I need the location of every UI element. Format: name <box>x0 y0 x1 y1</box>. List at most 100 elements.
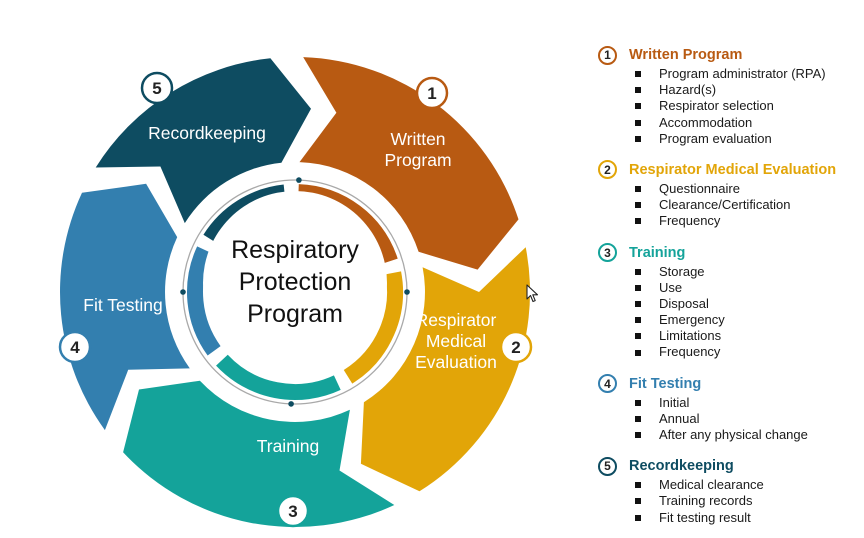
legend-item-text: Respirator selection <box>659 98 774 114</box>
svg-text:3: 3 <box>288 502 297 521</box>
center-disk <box>203 191 387 375</box>
legend-number-badge: 3 <box>598 243 617 262</box>
legend-item-text: Limitations <box>659 328 722 344</box>
square-bullet-icon <box>635 317 641 324</box>
legend-section-header: 4 Fit Testing <box>598 373 860 395</box>
square-bullet-icon <box>635 349 641 356</box>
legend-item: Training records <box>635 493 860 509</box>
square-bullet-icon <box>635 186 641 193</box>
step-number-badge-5: 5 <box>140 71 174 105</box>
square-bullet-icon <box>635 415 641 422</box>
square-bullet-icon <box>635 432 641 439</box>
square-bullet-icon <box>635 514 641 521</box>
square-bullet-icon <box>635 135 641 142</box>
legend-item: Medical clearance <box>635 477 860 493</box>
center-title-line: Program <box>247 300 343 328</box>
legend-item: Frequency <box>635 344 860 360</box>
legend-item-text: Fit testing result <box>659 509 751 525</box>
square-bullet-icon <box>635 300 641 307</box>
legend-item: Emergency <box>635 312 860 328</box>
legend-item: Initial <box>635 395 860 411</box>
svg-text:1: 1 <box>427 84 436 103</box>
segment-step-1 <box>299 57 519 270</box>
legend-section-title: Written Program <box>629 47 743 63</box>
legend-item: Accommodation <box>635 115 860 131</box>
legend-item-text: Storage <box>659 263 705 279</box>
legend-item-list: Program administrator (RPA)Hazard(s)Resp… <box>598 66 860 147</box>
ring-dot <box>180 289 186 295</box>
legend-number-badge: 1 <box>598 45 617 65</box>
legend-item-text: Frequency <box>659 344 721 360</box>
square-bullet-icon <box>635 498 641 505</box>
square-bullet-icon <box>635 71 641 78</box>
legend-item-text: Annual <box>659 410 700 426</box>
legend-item: Frequency <box>635 213 860 229</box>
legend-item: Program administrator (RPA) <box>635 66 860 82</box>
square-bullet-icon <box>635 103 641 110</box>
inner-band-step-2 <box>343 271 403 384</box>
legend-section-title: Recordkeeping <box>629 458 734 475</box>
legend-item-text: Emergency <box>659 312 725 328</box>
square-bullet-icon <box>635 284 641 291</box>
square-bullet-icon <box>635 87 641 94</box>
segment-step-5 <box>95 58 311 224</box>
step-number-badge-1: 1 <box>415 76 449 110</box>
legend-item-text: Frequency <box>659 213 721 229</box>
legend-item-text: Program administrator (RPA) <box>659 66 826 81</box>
svg-text:2: 2 <box>511 338 520 357</box>
legend-item: After any physical change <box>635 427 860 443</box>
mouse-cursor-icon <box>526 284 539 303</box>
legend-item: Respirator selection <box>635 98 860 114</box>
square-bullet-icon <box>635 399 641 406</box>
legend-section-header: 1 Written Program <box>598 44 860 66</box>
legend-number-badge: 4 <box>598 374 617 394</box>
legend-item: Program evaluation <box>635 131 860 147</box>
ring-dot <box>288 401 294 407</box>
legend-section-title: Respirator Medical Evaluation <box>629 161 837 178</box>
square-bullet-icon <box>635 119 641 126</box>
legend-section-header: 2 Respirator Medical Evaluation <box>598 159 860 181</box>
legend-item-text: Training records <box>659 493 753 509</box>
legend-item-text: Clearance/Certification <box>659 197 791 213</box>
step-number-badge-2: 2 <box>499 330 533 364</box>
square-bullet-icon <box>635 333 641 340</box>
square-bullet-icon <box>635 268 641 275</box>
legend-section-title: Fit Testing <box>629 375 702 392</box>
center-title-line: Protection <box>239 268 352 296</box>
square-bullet-icon <box>635 218 641 225</box>
legend-number-badge: 5 <box>598 456 617 476</box>
legend-section-header: 5 Recordkeeping <box>598 455 860 477</box>
step-number-badge-3: 3 <box>276 494 310 528</box>
legend-number-badge: 2 <box>598 160 617 180</box>
segment-label-step-3: Training <box>257 436 320 456</box>
legend-item: Use <box>635 280 860 296</box>
square-bullet-icon <box>635 202 641 209</box>
segment-step-2 <box>360 247 531 492</box>
legend-item-text: After any physical change <box>659 427 808 442</box>
segment-label-step-5: Recordkeeping <box>148 123 266 143</box>
legend-item: Storage <box>635 264 860 280</box>
legend-item-text: Use <box>659 279 683 295</box>
legend-item-text: Medical clearance <box>659 477 764 493</box>
center-title-line: Respiratory <box>231 236 359 264</box>
ring-dot <box>296 177 302 183</box>
legend-item-text: Program evaluation <box>659 130 772 146</box>
legend-item: Fit testing result <box>635 510 860 526</box>
inner-band-step-4 <box>187 246 221 356</box>
square-bullet-icon <box>635 482 641 489</box>
segment-label-step-4: Fit Testing <box>83 295 162 315</box>
step-number-badge-4: 4 <box>58 330 92 364</box>
legend-item: Hazard(s) <box>635 82 860 98</box>
legend-item-text: Accommodation <box>659 114 753 130</box>
legend-item: Disposal <box>635 296 860 312</box>
